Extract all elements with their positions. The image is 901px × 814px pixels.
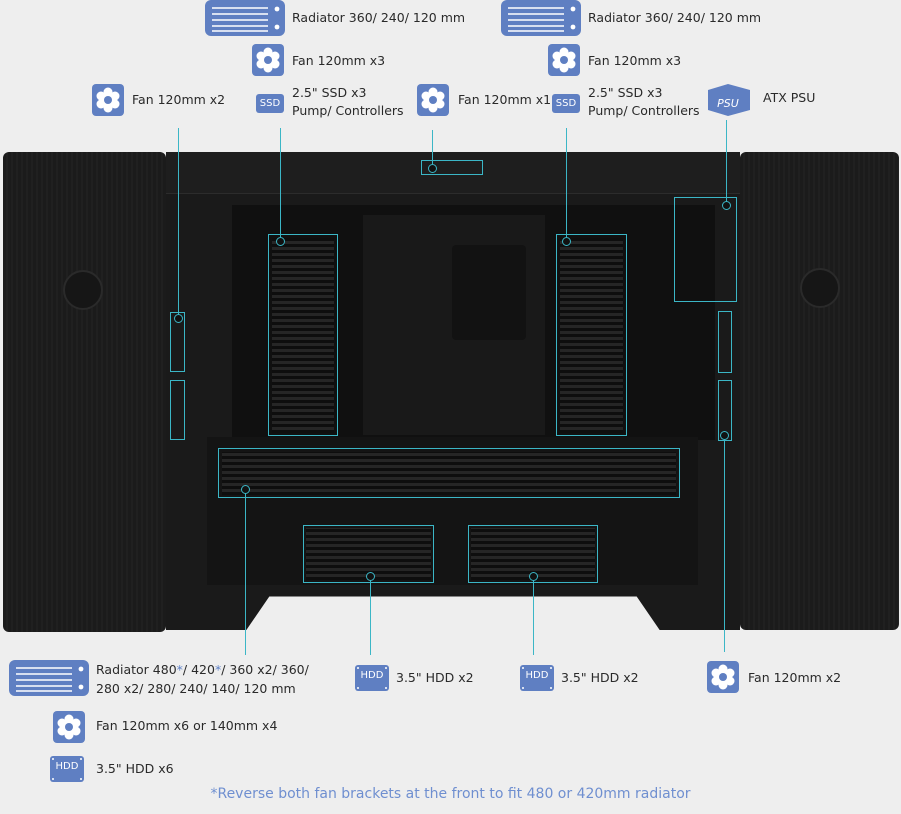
hdd-icon: HDD [355,665,389,691]
marker [366,572,375,581]
leader-right-radiator [566,128,568,238]
left-panel-button [63,270,103,310]
right-fan-label: Fan 120mm x2 [748,670,842,685]
radiator-icon [501,0,581,36]
leader-left-fan [178,128,180,318]
right-panel-button [800,268,840,308]
marker [722,201,731,210]
bottom-radiator-zone [218,448,680,498]
leader-top-fan [432,130,434,164]
radiator-icon [205,0,285,36]
left-radiator-grill [272,238,334,433]
psu-zone [674,197,737,302]
bottom-fan-label: Fan 120mm x6 or 140mm x4 [96,718,278,733]
left-fan-zone-1 [170,312,185,372]
ssd-icon: SSD [552,94,580,113]
radiator-icon [9,660,89,696]
marker [562,237,571,246]
top-left-ssd-line2: Pump/ Controllers [292,103,404,118]
chassis-top-bar [166,152,740,194]
right-side-panel [740,152,899,630]
fan-icon [417,84,449,116]
marker [720,431,729,440]
top-right-ssd-line1: 2.5" SSD x3 [588,85,663,100]
asterisk: * [176,662,183,677]
top-fan-zone [421,160,483,175]
text: Radiator 480 [96,662,177,677]
text: / 360 x2/ 360/ [221,662,309,677]
hdd-icon: HDD [50,756,84,782]
footnote: *Reverse both fan brackets at the front … [210,786,691,802]
text: / 420 [182,662,215,677]
hdd-icon-text: HDD [360,670,384,681]
right-radiator-zone [556,234,627,436]
top-right-ssd-line2: Pump/ Controllers [588,103,700,118]
leader-bottom-radiator [245,490,247,655]
bottom-radiator-label-line1: Radiator 480*/ 420*/ 360 x2/ 360/ [96,661,309,679]
leader-psu [726,120,728,202]
hdd-icon: HDD [520,665,554,691]
top-left-radiator-label: Radiator 360/ 240/ 120 mm [292,10,466,25]
asterisk: * [214,662,222,677]
marker [276,237,285,246]
fan-icon [707,661,739,693]
left-side-panel [3,152,166,632]
bottom-radiator-label-line2: 280 x2/ 280/ 240/ 140/ 120 mm [96,681,296,696]
ssd-icon: SSD [256,94,284,113]
bottom-radiator-grill [222,452,676,495]
hdd-grill-right [471,528,595,580]
hdd-icon-text: HDD [55,761,79,772]
marker [241,485,250,494]
hdd-zone-left [303,525,434,583]
hdd-grill-left [306,528,431,580]
top-left-fan-label: Fan 120mm x3 [292,53,386,68]
fan-icon [53,711,85,743]
leader-left-radiator [280,128,282,238]
leader-hdd-right [533,578,535,655]
top-left-ssd-line1: 2.5" SSD x3 [292,85,367,100]
hdd-icon-text: HDD [525,670,549,681]
left-fan-zone-2 [170,380,185,440]
marker [529,572,538,581]
fan-icon [92,84,124,116]
leader-hdd-left [370,578,372,655]
top-right-fan-label: Fan 120mm x3 [588,53,682,68]
leader-right-fan [724,436,726,652]
fan-icon [548,44,580,76]
psu-label: ATX PSU [763,90,816,105]
marker [174,314,183,323]
fan-icon [252,44,284,76]
left-radiator-zone [268,234,338,436]
top-right-radiator-label: Radiator 360/ 240/ 120 mm [588,10,762,25]
bottom-hdd-label: 3.5" HDD x6 [96,761,174,776]
svg-text:PSU: PSU [717,97,739,110]
top-fan-label: Fan 120mm x1 [458,92,552,107]
right-fan-zone-1 [718,311,732,373]
cutout [452,245,526,340]
left-fan-label: Fan 120mm x2 [132,92,226,107]
psu-icon: PSU [708,84,750,116]
marker [428,164,437,173]
hdd-right-label: 3.5" HDD x2 [561,670,639,685]
right-radiator-grill [560,238,623,433]
hdd-left-label: 3.5" HDD x2 [396,670,474,685]
